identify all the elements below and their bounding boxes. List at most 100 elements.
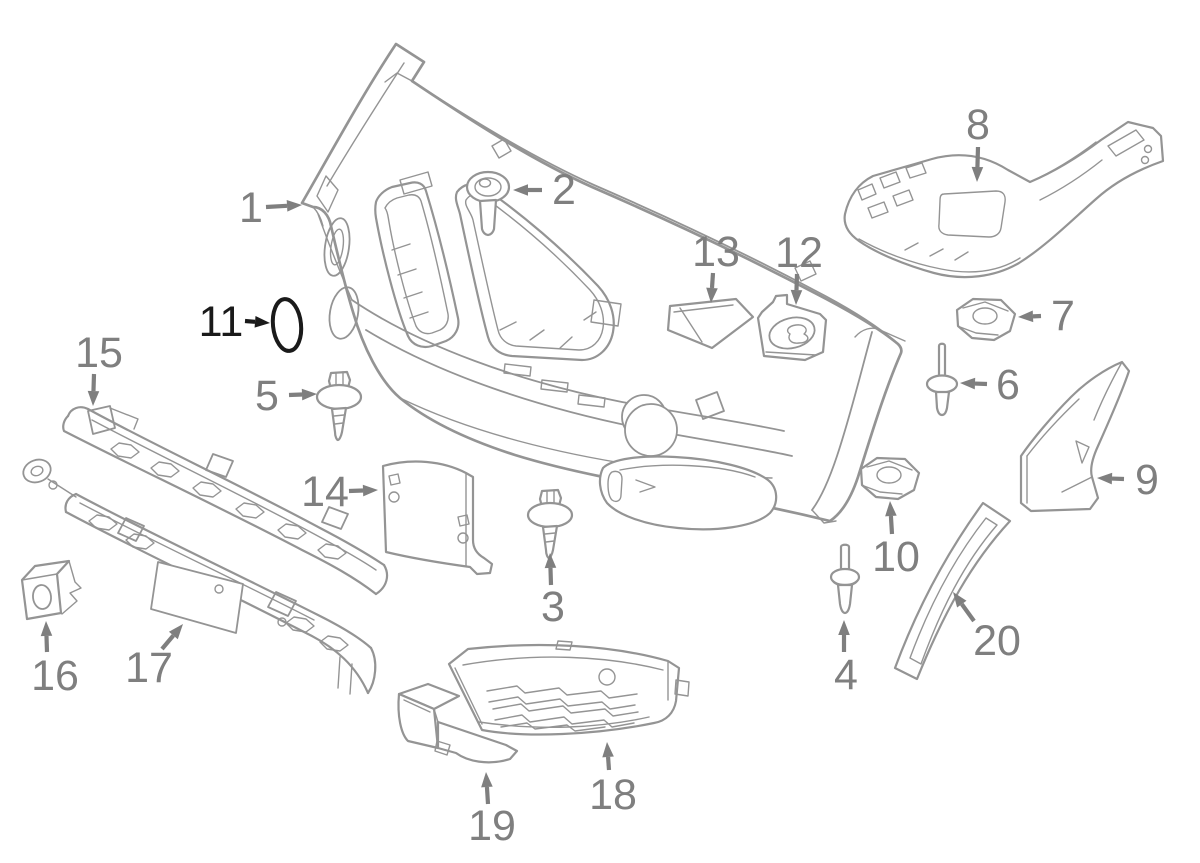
line-art-segment <box>192 481 222 498</box>
line-art-segment <box>315 383 363 411</box>
callout-label-4: 4 <box>834 651 858 699</box>
line-art-segment <box>909 517 998 665</box>
line-art-segment <box>328 286 360 340</box>
line-art-segment <box>317 213 353 301</box>
line-art-segment <box>47 478 77 498</box>
line-art-segment <box>457 514 470 527</box>
callout-arrow-line-18 <box>605 756 612 771</box>
line-art-segment <box>598 455 778 531</box>
callout-arrow-head-3 <box>544 553 557 569</box>
line-art-segment <box>454 667 483 725</box>
line-art-segment <box>867 201 889 219</box>
line-art-segment <box>277 617 287 627</box>
line-art-segment <box>811 331 873 511</box>
line-art-segment <box>857 183 877 201</box>
line-art-segment <box>447 643 681 736</box>
part-17-lower-grille <box>22 458 377 695</box>
callout-arrow-head-18 <box>602 742 614 758</box>
line-art-segment <box>674 679 690 697</box>
callout-arrow-head-12 <box>790 289 803 305</box>
line-art-segment <box>1107 129 1145 157</box>
part-5-washer-screw <box>315 370 363 442</box>
line-art-segment <box>62 414 378 596</box>
line-art-segment <box>334 422 344 425</box>
line-art-segment <box>829 567 861 587</box>
line-art-segment <box>624 403 678 457</box>
line-art-segment <box>403 291 423 299</box>
callout-label-7: 7 <box>1051 292 1075 340</box>
line-art-segment <box>635 479 656 493</box>
line-art-segment <box>786 324 809 344</box>
callout-arrow-head-19 <box>481 772 493 788</box>
line-art-segment <box>937 342 947 379</box>
line-art-segment <box>491 138 512 159</box>
part-19-lower-cover <box>397 682 519 764</box>
line-art-segment <box>235 502 265 519</box>
line-art-segment <box>214 584 224 594</box>
callout-arrow-line-17 <box>160 634 175 651</box>
callout-arrow-line-19 <box>484 786 491 805</box>
line-art-segment <box>619 464 756 478</box>
callout-arrow-head-20 <box>953 592 967 608</box>
line-art-segment <box>30 465 44 477</box>
callout-label-14: 14 <box>301 468 349 516</box>
callout-label-3: 3 <box>541 583 565 631</box>
part-6-expansion-rivet <box>925 342 959 417</box>
line-art-segment <box>768 316 816 350</box>
line-art-segment <box>32 584 52 610</box>
callout-label-9: 9 <box>1135 456 1159 504</box>
callout-arrow-line-12 <box>794 273 800 291</box>
callout-label-18: 18 <box>589 771 637 819</box>
line-art-segment <box>555 640 573 651</box>
part-7-clip-nut <box>955 297 1017 342</box>
line-art-segment <box>381 460 494 576</box>
line-art-segment <box>399 171 433 195</box>
callout-label-20: 20 <box>973 617 1021 665</box>
callout-arrow-head-14 <box>362 484 378 497</box>
line-art-segment <box>300 42 903 523</box>
line-art-segment <box>110 442 140 459</box>
line-art-segment <box>1093 361 1123 421</box>
callout-label-1: 1 <box>239 184 263 232</box>
line-art-segment <box>317 543 347 560</box>
line-art-segment <box>91 419 377 571</box>
line-art-segment <box>679 307 703 343</box>
callout-label-17: 17 <box>125 644 173 692</box>
callout-arrow-line-8 <box>975 146 981 168</box>
line-art-segment <box>904 242 919 251</box>
line-art-segment <box>529 329 545 341</box>
callout-arrow-line-3 <box>548 567 554 586</box>
callout-arrow-head-9 <box>1097 472 1113 485</box>
callout-arrow-head-5 <box>301 388 317 401</box>
line-art-segment <box>478 716 650 728</box>
callout-arrow-line-1 <box>265 203 288 210</box>
line-art-segment <box>66 406 90 418</box>
line-art-segment <box>329 228 345 266</box>
line-art-segment <box>811 509 837 524</box>
line-art-segment <box>1019 360 1131 513</box>
line-art-segment <box>866 460 913 471</box>
line-art-segment <box>503 363 532 377</box>
callout-arrow-line-11 <box>244 318 256 324</box>
line-art-segment <box>397 692 440 750</box>
line-art-segment <box>905 162 927 179</box>
line-art-segment <box>559 336 573 349</box>
line-art-segment <box>938 190 1006 238</box>
line-art-segment <box>583 311 597 321</box>
line-art-segment <box>839 543 851 572</box>
part-11-seal-ring <box>270 297 304 353</box>
line-art-segment <box>765 351 817 356</box>
line-art-segment <box>756 293 828 362</box>
part-20-arch-trim <box>893 501 1012 681</box>
callout-arrow-head-1 <box>286 200 302 212</box>
line-art-segment <box>540 379 569 393</box>
callout-arrow-head-15 <box>87 390 100 406</box>
line-art-segment <box>836 583 854 615</box>
callout-label-10: 10 <box>872 533 920 581</box>
line-art-segment <box>1039 159 1103 201</box>
callout-arrow-head-8 <box>971 166 984 182</box>
part-8-mounting-bracket <box>843 120 1165 279</box>
line-art-segment <box>150 461 180 478</box>
